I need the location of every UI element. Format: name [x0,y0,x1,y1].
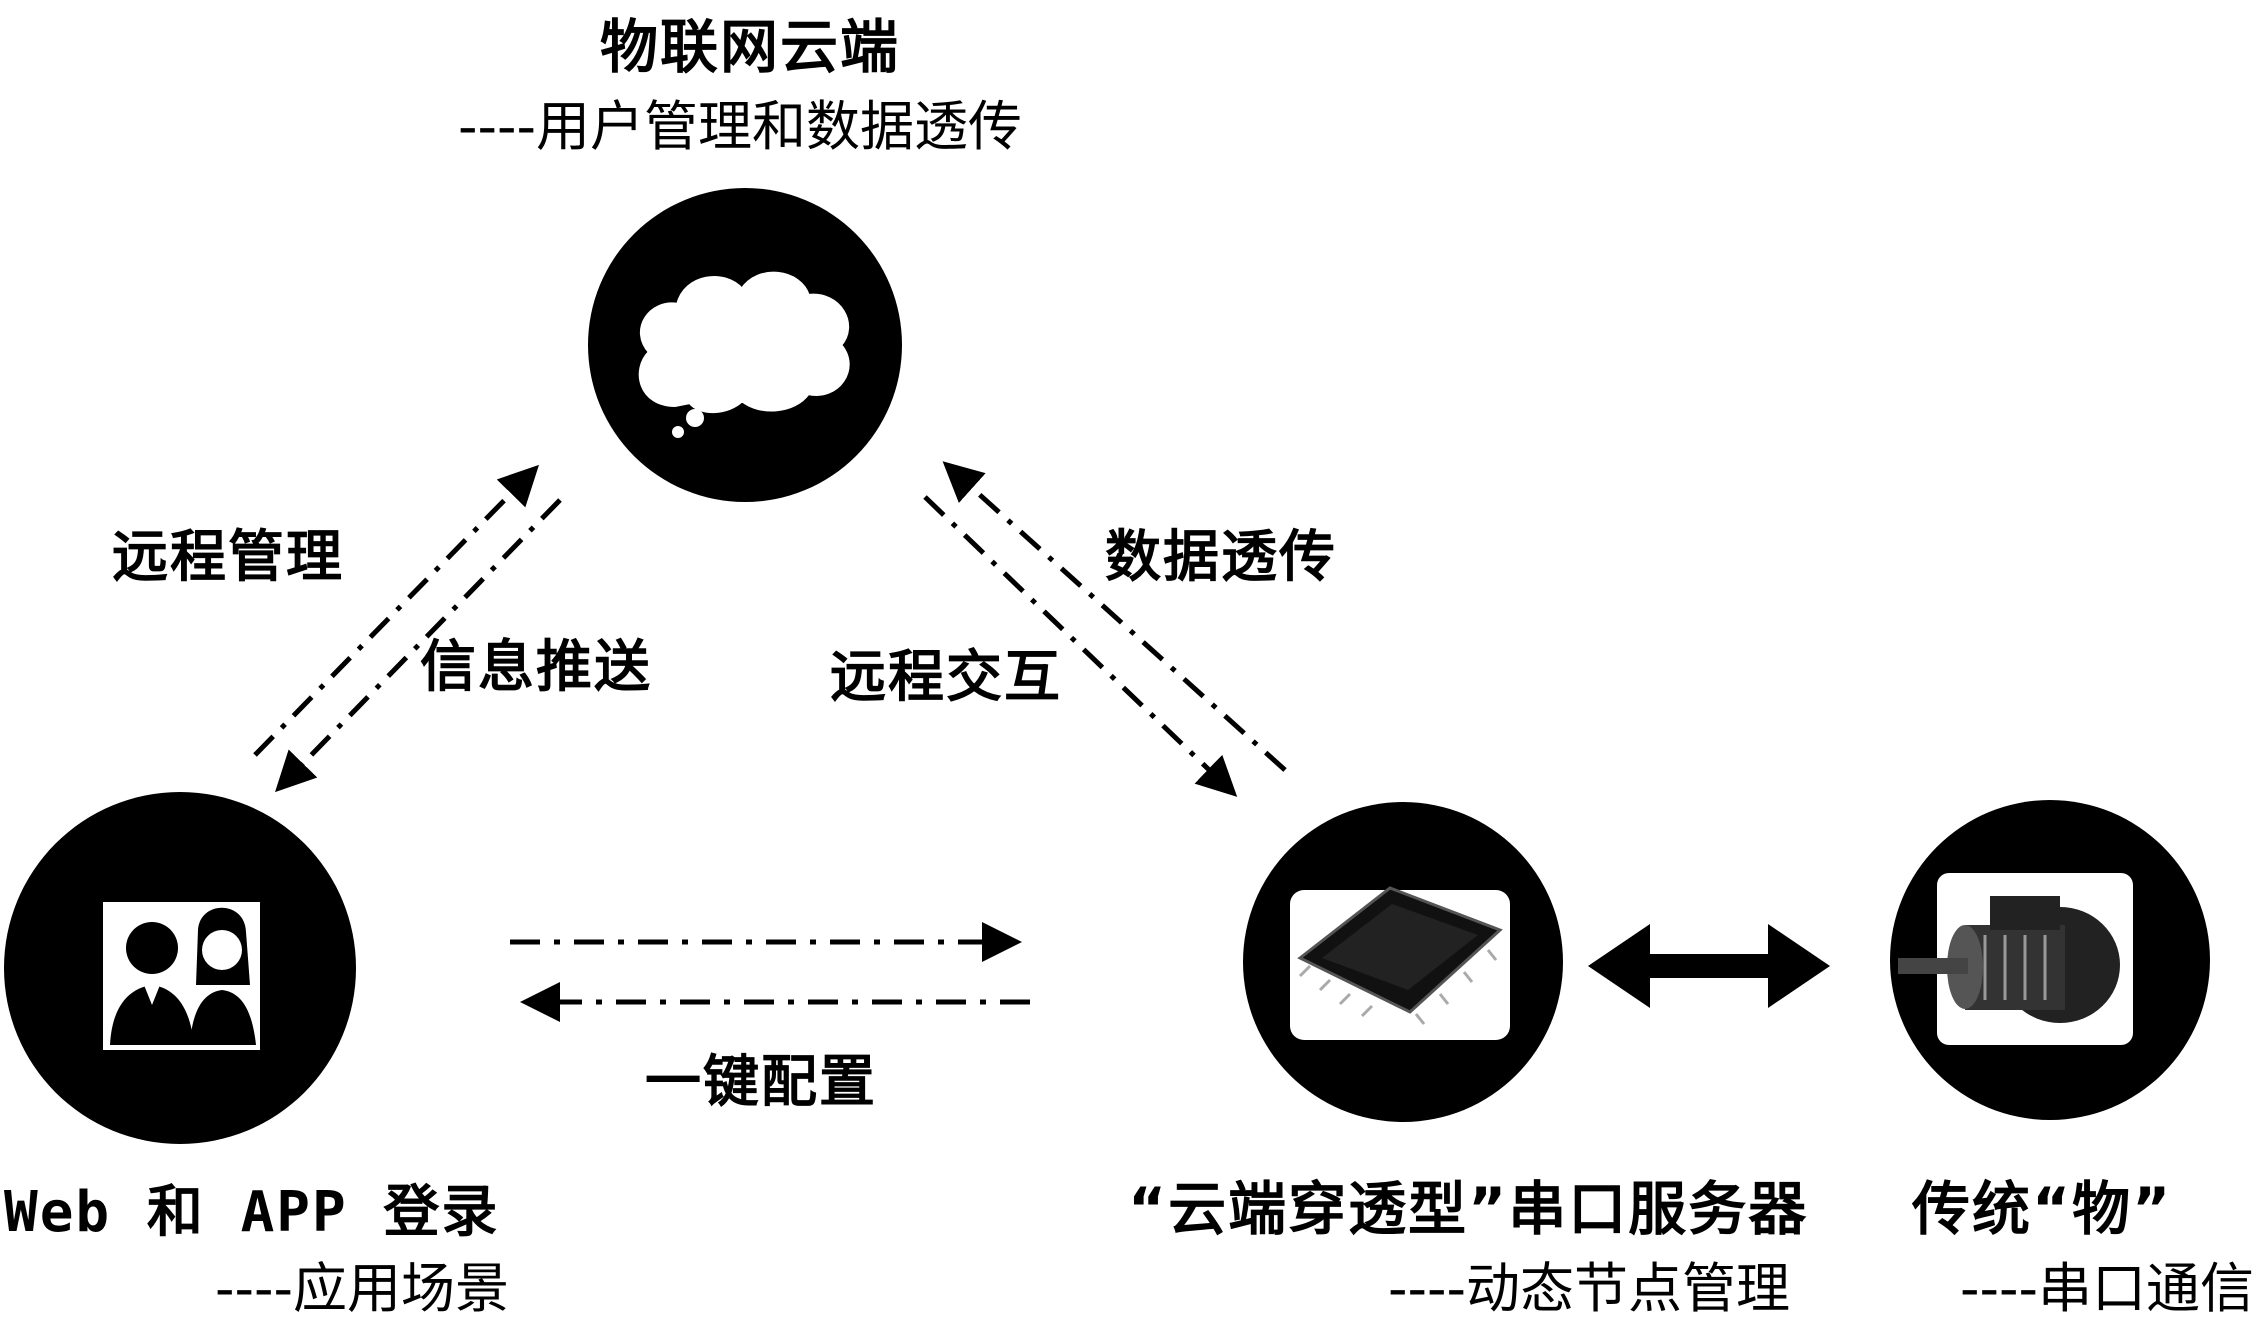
edge-label-data-pass: 数据透传 [1105,525,1337,590]
edge-label-info-push: 信息推送 [420,635,652,700]
arrows-app-server [510,922,1030,1022]
thing-subtitle: ----串口通信 [1960,1257,2254,1320]
arrows-cloud-app [253,464,562,793]
server-node [1243,802,1563,1122]
arrow-serial-link [1588,924,1830,1008]
arrow-info-push [275,498,562,793]
edge-label-one-key-config: 一键配置 [645,1050,877,1115]
app-title: Web 和 APP 登录 [4,1180,500,1245]
cloud-node [588,188,902,502]
arrow-remote-manage [253,464,539,757]
cloud-icon [638,271,850,438]
thing-node [1890,800,2210,1120]
app-subtitle: ----应用场景 [215,1257,509,1320]
app-node [4,792,356,1144]
motor-icon [1898,873,2133,1045]
arrow-remote-interact [923,495,1238,797]
edge-label-remote-manage: 远程管理 [112,525,344,590]
cloud-subtitle: ----用户管理和数据透传 [458,95,1022,158]
arrows-cloud-server [923,461,1287,797]
server-subtitle: ----动态节点管理 [1388,1257,1790,1320]
cloud-title: 物联网云端 [600,13,901,81]
thing-title: 传统“物” [1912,1175,2173,1243]
users-icon [103,902,260,1050]
server-title: “云端穿透型”串口服务器 [1128,1175,1809,1243]
arrow-data-pass [942,461,1287,772]
chip-icon [1290,886,1510,1040]
edge-label-remote-interact: 远程交互 [830,645,1062,710]
